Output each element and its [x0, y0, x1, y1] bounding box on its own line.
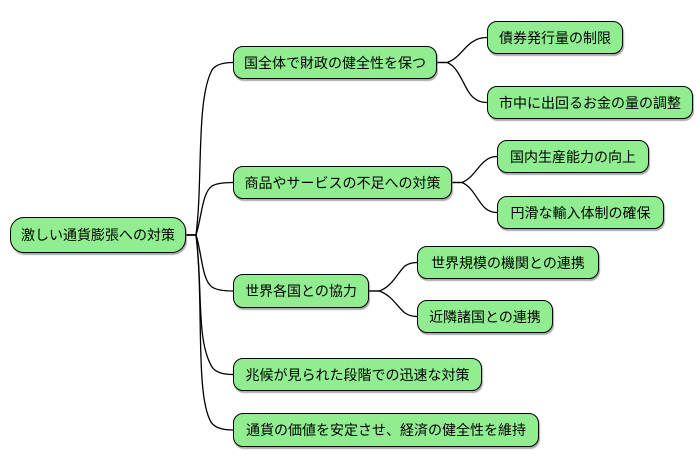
node-branch-rapid-response[interactable]: 兆候が見られた段階での迅速な対策 [233, 358, 482, 391]
connector-branch-2-to-child-1 [369, 290, 418, 318]
connector-root-to-branch-4 [186, 234, 234, 431]
connector-branch-1-to-child-0 [452, 155, 498, 184]
connector-root-to-branch-0 [186, 61, 234, 236]
connector-branch-0-to-child-1 [437, 61, 488, 104]
node-child-global-organizations[interactable]: 世界規模の機関との連携 [417, 246, 599, 279]
connector-branch-2-to-child-0 [369, 261, 418, 292]
node-child-bond-issuance-limit[interactable]: 債券発行量の制限 [487, 21, 623, 54]
node-child-domestic-production-capacity[interactable]: 国内生産能力の向上 [497, 140, 649, 173]
connector-root-to-branch-3 [186, 234, 234, 376]
connector-branch-0-to-child-0 [437, 36, 488, 64]
node-branch-international-cooperation[interactable]: 世界各国との協力 [233, 274, 369, 308]
node-child-neighboring-countries[interactable]: 近隣諸国との連携 [417, 300, 553, 333]
node-branch-goods-services-shortage[interactable]: 商品やサービスの不足への対策 [233, 166, 452, 199]
node-child-money-supply-adjustment[interactable]: 市中に出回るお金の量の調整 [487, 86, 693, 119]
connector-root-to-branch-2 [186, 234, 234, 292]
node-branch-fiscal-soundness[interactable]: 国全体で財政の健全性を保つ [233, 46, 437, 79]
connector-branch-1-to-child-1 [452, 181, 498, 214]
node-branch-stabilize-currency-value[interactable]: 通貨の価値を安定させ、経済の健全性を維持 [233, 413, 539, 447]
node-root-inflation-countermeasures[interactable]: 激しい通貨膨張への対策 [10, 217, 186, 253]
connector-root-to-branch-1 [186, 181, 234, 236]
node-child-smooth-import-system[interactable]: 円滑な輸入体制の確保 [497, 196, 664, 229]
